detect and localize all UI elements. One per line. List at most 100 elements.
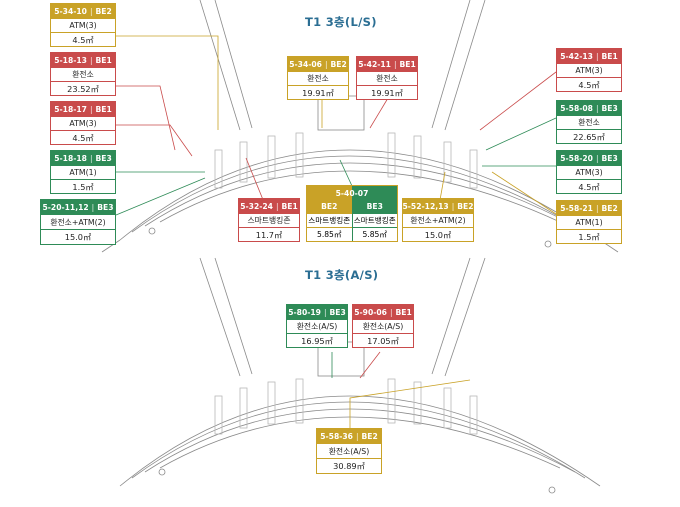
card-zone: BE1	[281, 201, 298, 211]
card-code: 5-18-18	[54, 153, 87, 163]
card-code: 5-52-12,13	[402, 201, 449, 211]
card-size: 23.52㎡	[51, 81, 115, 95]
card-size: 11.7㎡	[239, 227, 299, 241]
card-code: 5-58-20	[560, 153, 593, 163]
card-zone: BE1	[95, 104, 112, 114]
card-zone: BE1	[399, 59, 416, 69]
card-zone: BE2	[361, 431, 378, 441]
card-size: 4.5㎡	[557, 179, 621, 193]
card-service: 환전소+ATM(2)	[41, 214, 115, 229]
card-service: 환전소(A/S)	[317, 443, 381, 458]
checkin-islands	[214, 132, 478, 189]
facility-card[interactable]: 5-58-20|BE3 ATM(3) 4.5㎡	[556, 150, 622, 194]
card-size: 4.5㎡	[51, 32, 115, 46]
combo-left-size: 5.85㎡	[307, 227, 352, 241]
gate-islands-as	[214, 378, 478, 435]
facility-card[interactable]: 5-58-08|BE3 환전소 22.65㎡	[556, 100, 622, 144]
card-zone: BE3	[601, 103, 618, 113]
combo-right-size: 5.85㎡	[352, 227, 397, 241]
card-code: 5-42-11	[358, 59, 391, 69]
card-code: 5-18-13	[54, 55, 87, 65]
facility-card[interactable]: 5-20-11,12|BE3 환전소+ATM(2) 15.0㎡	[40, 199, 116, 245]
leader-lines-bottom	[331, 351, 471, 428]
card-service: 환전소(A/S)	[353, 319, 413, 333]
center-block	[317, 95, 365, 131]
pier-right-a-as	[431, 257, 471, 375]
pier-left-a	[199, 0, 241, 131]
combo-left-zone: BE2	[307, 200, 352, 213]
card-zone: BE1	[395, 307, 412, 317]
card-size: 1.5㎡	[557, 229, 621, 243]
top-floor-title: T1 3층(L/S)	[305, 15, 377, 29]
card-size: 1.5㎡	[51, 179, 115, 193]
card-size: 22.65㎡	[557, 129, 621, 143]
concourse-outer-arc-as	[119, 395, 601, 487]
combo-left-service: 스마트뱅킹존	[307, 213, 352, 227]
card-service: 환전소	[51, 67, 115, 81]
card-code: 5-90-06	[354, 307, 387, 317]
facility-card[interactable]: 5-58-36|BE2 환전소(A/S) 30.89㎡	[316, 428, 382, 474]
card-zone: BE3	[601, 153, 618, 163]
concourse-arc-3	[144, 162, 576, 227]
marker-left-as	[158, 468, 166, 476]
card-code: 5-80-19	[288, 307, 321, 317]
card-code: 5-18-17	[54, 104, 87, 114]
leader-lines-top	[115, 35, 557, 216]
facility-card[interactable]: 5-58-21|BE2 ATM(1) 1.5㎡	[556, 200, 622, 244]
combo-right-zone: BE3	[352, 200, 397, 213]
pier-right-a	[431, 0, 471, 129]
facility-card[interactable]: 5-34-10|BE2 ATM(3) 4.5㎡	[50, 3, 116, 47]
facility-card[interactable]: 5-52-12,13|BE2 환전소+ATM(2) 15.0㎡	[402, 198, 474, 242]
card-code: 5-42-13	[560, 51, 593, 61]
facility-card[interactable]: 5-18-17|BE1 ATM(3) 4.5㎡	[50, 101, 116, 145]
card-size: 19.91㎡	[288, 85, 348, 99]
facility-card[interactable]: 5-80-19|BE3 환전소(A/S) 16.95㎡	[286, 304, 348, 348]
concourse-outer-arc	[119, 149, 601, 241]
combo-right-service: 스마트뱅킹존	[352, 213, 397, 227]
card-zone: BE2	[330, 59, 347, 69]
facility-card[interactable]: 5-90-06|BE1 환전소(A/S) 17.05㎡	[352, 304, 414, 348]
marker-left	[148, 227, 156, 235]
card-size: 30.89㎡	[317, 458, 381, 473]
card-service: 환전소	[557, 115, 621, 129]
card-service: ATM(1)	[557, 215, 621, 229]
card-size: 4.5㎡	[51, 130, 115, 144]
pier-left-b-as	[214, 257, 253, 375]
card-size: 19.91㎡	[357, 85, 417, 99]
card-service: 환전소	[357, 71, 417, 85]
pier-right-b	[444, 0, 486, 131]
facility-card[interactable]: 5-32-24|BE1 스마트뱅킹존 11.7㎡	[238, 198, 300, 242]
facility-card[interactable]: 5-18-13|BE1 환전소 23.52㎡	[50, 52, 116, 96]
concourse-arc-2	[131, 155, 586, 233]
pier-left-a-as	[199, 257, 241, 377]
card-size: 16.95㎡	[287, 333, 347, 347]
card-code: 5-32-24	[240, 201, 273, 211]
facility-card[interactable]: 5-42-11|BE1 환전소 19.91㎡	[356, 56, 418, 100]
concourse-inner-arc	[159, 170, 561, 223]
card-code: 5-34-10	[54, 6, 87, 16]
bottom-floor-title: T1 3층(A/S)	[305, 268, 379, 282]
facility-card[interactable]: 5-42-13|BE1 ATM(3) 4.5㎡	[556, 48, 622, 92]
card-code: 5-34-06	[289, 59, 322, 69]
card-size: 17.05㎡	[353, 333, 413, 347]
concourse-arc-2-as	[131, 401, 586, 479]
card-code: 5-58-21	[560, 203, 593, 213]
card-zone: BE3	[329, 307, 346, 317]
card-service: 환전소	[288, 71, 348, 85]
combo-code: 5-40-07	[307, 186, 397, 200]
card-zone: BE1	[95, 55, 112, 65]
marker-right-as	[548, 486, 556, 494]
facility-card[interactable]: 5-34-06|BE2 환전소 19.91㎡	[287, 56, 349, 100]
card-size: 4.5㎡	[557, 77, 621, 91]
pier-right-b-as	[444, 257, 486, 377]
card-zone: BE2	[457, 201, 474, 211]
card-service: ATM(1)	[51, 165, 115, 179]
floor-plan-ls	[101, 0, 619, 253]
combo-facility-card[interactable]: 5-40-07 BE2 스마트뱅킹존 5.85㎡ BE3 스마트뱅킹존 5.85…	[306, 185, 398, 242]
card-service: 스마트뱅킹존	[239, 213, 299, 227]
marker-right	[544, 240, 552, 248]
facility-card[interactable]: 5-18-18|BE3 ATM(1) 1.5㎡	[50, 150, 116, 194]
pier-left-b	[214, 0, 253, 129]
card-size: 15.0㎡	[403, 227, 473, 241]
card-service: ATM(3)	[557, 63, 621, 77]
